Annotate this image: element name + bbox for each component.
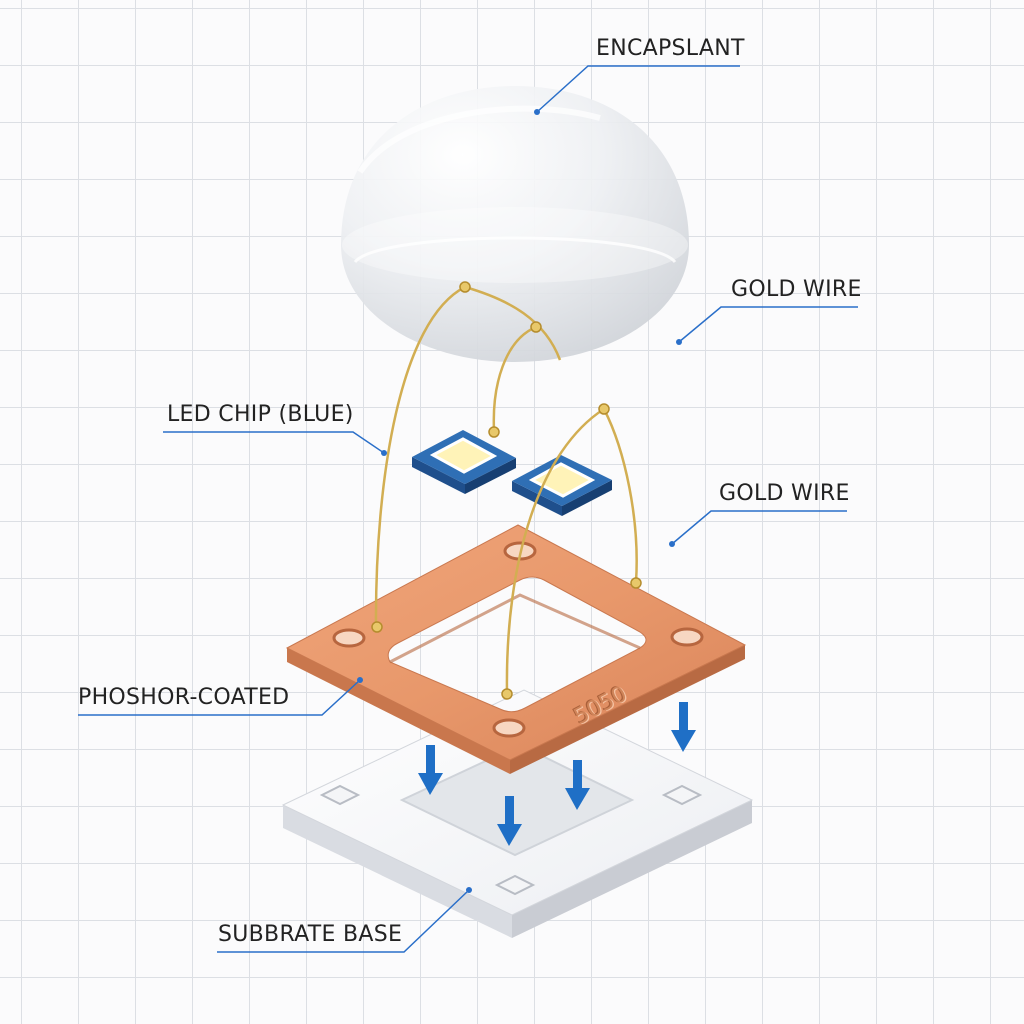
assembly-arrows: [418, 702, 696, 846]
down-arrow-icon: [565, 760, 590, 810]
led-chip: [512, 455, 612, 516]
label-gold-wire-top: GOLD WIRE: [731, 277, 862, 302]
label-substrate-base: SUBBRATE BASE: [218, 922, 403, 947]
substrate-pads: [319, 784, 703, 896]
bond-points: [371, 281, 642, 700]
down-arrow-icon: [497, 796, 522, 846]
label-encapsulant: ENCAPSLANT: [596, 36, 745, 61]
down-arrow-icon: [418, 745, 443, 795]
label-gold-wire-mid: GOLD WIRE: [719, 481, 850, 506]
encapsulant-dome: [341, 86, 689, 362]
phosphor-coated-frame: [285, 524, 747, 774]
gold-wires: [374, 285, 638, 694]
label-led-chip: LED CHIP (BLUE): [167, 402, 354, 427]
leader-lines: [78, 65, 858, 953]
led-chip: [412, 430, 516, 494]
down-arrow-icon: [671, 702, 696, 752]
label-phosphor-coated: PHOSHOR-COATED: [78, 685, 290, 710]
